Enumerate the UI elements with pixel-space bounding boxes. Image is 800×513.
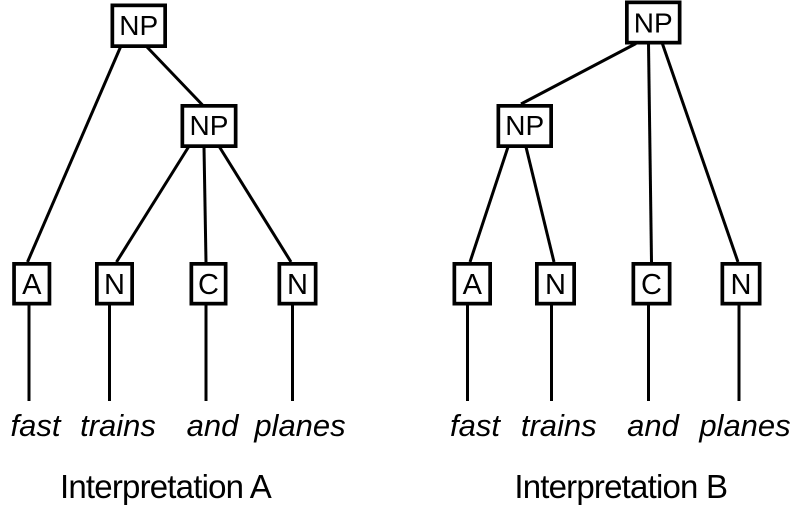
- svg-text:Interpretation A: Interpretation A: [60, 468, 272, 505]
- svg-text:Interpretation B: Interpretation B: [514, 468, 727, 505]
- svg-text:A: A: [22, 269, 42, 301]
- svg-text:and: and: [187, 408, 240, 443]
- svg-text:fast: fast: [450, 408, 501, 443]
- svg-text:NP: NP: [119, 10, 158, 41]
- svg-text:N: N: [287, 269, 308, 301]
- svg-text:NP: NP: [505, 110, 544, 141]
- svg-text:trains: trains: [80, 408, 156, 443]
- svg-text:trains: trains: [521, 408, 597, 443]
- svg-text:and: and: [627, 408, 680, 443]
- svg-text:N: N: [731, 269, 752, 301]
- svg-text:N: N: [104, 269, 125, 301]
- svg-text:planes: planes: [698, 408, 790, 443]
- svg-text:N: N: [545, 269, 566, 301]
- svg-text:NP: NP: [634, 8, 673, 39]
- svg-text:planes: planes: [253, 408, 345, 443]
- svg-text:A: A: [463, 269, 483, 301]
- svg-text:fast: fast: [11, 408, 62, 443]
- svg-text:C: C: [198, 269, 219, 301]
- svg-text:NP: NP: [190, 110, 229, 141]
- svg-text:C: C: [641, 269, 662, 301]
